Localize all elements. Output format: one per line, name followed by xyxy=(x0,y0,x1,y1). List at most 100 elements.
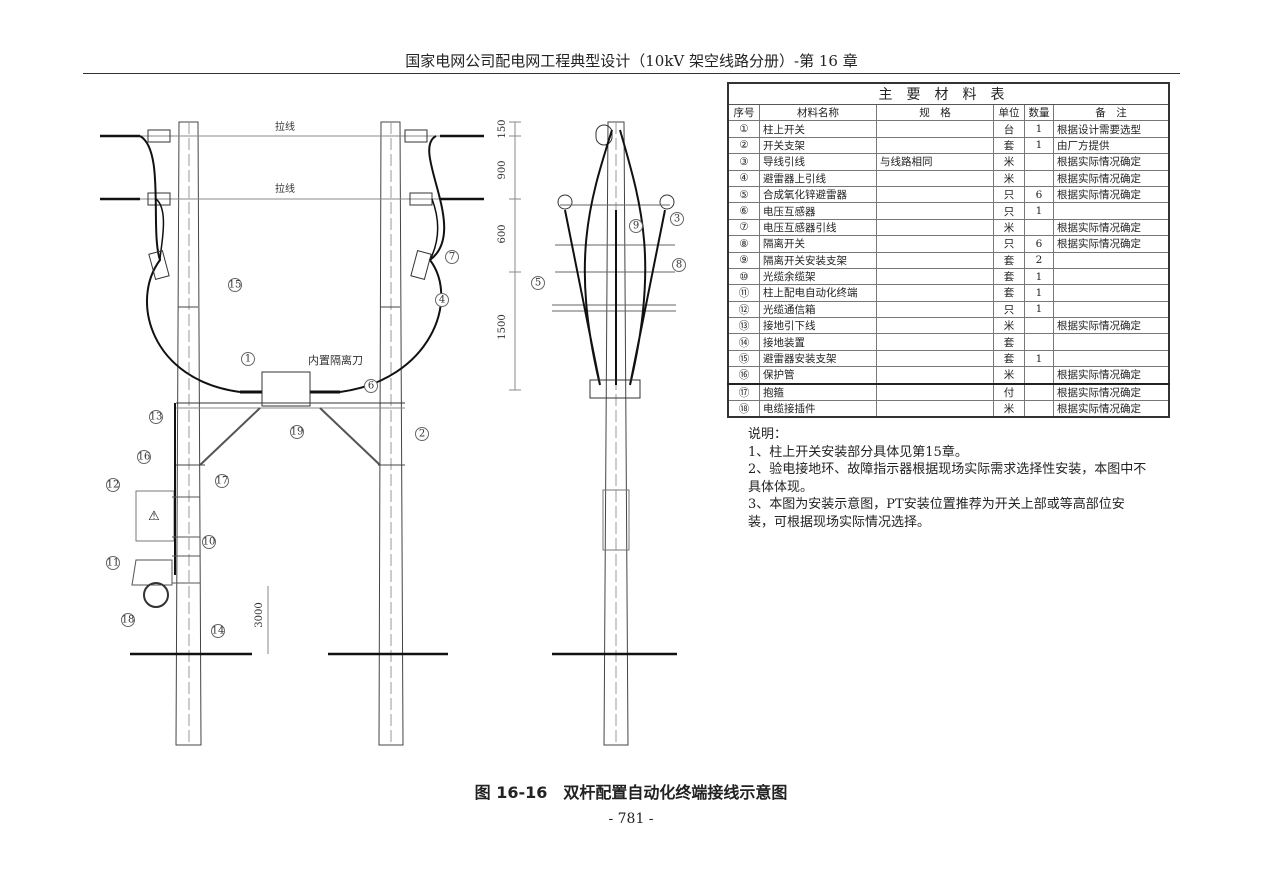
table-cell xyxy=(876,400,994,418)
table-cell: 根据实际情况确定 xyxy=(1053,235,1170,253)
table-cell: ③ xyxy=(727,153,760,171)
callout-9: 9 xyxy=(633,221,639,232)
table-cell xyxy=(876,284,994,302)
table-cell: 1 xyxy=(1024,120,1054,138)
table-cell xyxy=(1024,153,1054,171)
table-cell: ② xyxy=(727,136,760,155)
callout-16: 16 xyxy=(138,452,151,463)
table-cell: 套 xyxy=(993,267,1025,286)
table-cell: 电压互感器 xyxy=(759,202,877,220)
table-cell xyxy=(876,382,994,402)
table-cell: 导线引线 xyxy=(759,153,877,171)
callout-10: 10 xyxy=(203,537,216,548)
table-cell: 套 xyxy=(993,349,1025,368)
callout-11: 11 xyxy=(107,558,120,569)
table-cell xyxy=(876,136,994,155)
notes-title: 说明： xyxy=(748,427,788,442)
callout-1: 1 xyxy=(245,354,251,365)
callout-8: 8 xyxy=(676,260,682,271)
table-cell: ⑭ xyxy=(727,333,760,351)
callout-13: 13 xyxy=(150,412,163,423)
table-cell: 柱上开关 xyxy=(759,120,877,138)
builtin-knife-label: 内置隔离刀 xyxy=(308,353,363,367)
table-cell: ⑨ xyxy=(727,251,760,269)
callout-12: 12 xyxy=(107,480,120,491)
table-cell: 米 xyxy=(993,169,1025,187)
callout-4: 4 xyxy=(439,295,445,306)
callout-15: 15 xyxy=(229,280,242,291)
callout-19: 19 xyxy=(291,427,304,438)
note-3: 3、本图为安装示意图，PT安装位置推荐为开关上部或等高部位安装，可根据现场实际情… xyxy=(748,497,1125,530)
table-cell: 根据实际情况确定 xyxy=(1053,218,1170,237)
table-title: 主要材料表 xyxy=(727,82,1170,105)
callout-18: 18 xyxy=(122,615,135,626)
table-cell: 电压互感器引线 xyxy=(759,218,877,237)
callout-3: 3 xyxy=(674,214,680,225)
table-cell xyxy=(1024,218,1054,237)
table-cell: 根据实际情况确定 xyxy=(1053,400,1170,418)
table-cell: 根据实际情况确定 xyxy=(1053,153,1170,171)
table-cell xyxy=(876,185,994,204)
column-header: 数量 xyxy=(1024,103,1054,122)
table-cell xyxy=(1053,300,1170,319)
table-cell: 避雷器上引线 xyxy=(759,169,877,187)
table-cell: ⑰ xyxy=(727,382,760,402)
table-cell: 套 xyxy=(993,333,1025,351)
table-cell: 套 xyxy=(993,136,1025,155)
table-cell: ⑤ xyxy=(727,185,760,204)
table-cell xyxy=(1053,333,1170,351)
table-cell: ⑩ xyxy=(727,267,760,286)
table-cell xyxy=(1024,333,1054,351)
table-cell: 根据实际情况确定 xyxy=(1053,317,1170,335)
table-cell: ⑧ xyxy=(727,235,760,253)
column-header: 规 格 xyxy=(876,103,994,122)
callout-7: 7 xyxy=(449,252,455,263)
table-cell: 开关支架 xyxy=(759,136,877,155)
table-cell: 隔离开关安装支架 xyxy=(759,251,877,269)
table-cell: 6 xyxy=(1024,235,1054,253)
table-cell: ⑫ xyxy=(727,300,760,319)
table-cell: ④ xyxy=(727,169,760,187)
callout-2: 2 xyxy=(419,429,425,440)
table-cell xyxy=(876,349,994,368)
dim-600: 600 xyxy=(497,224,508,243)
table-cell xyxy=(1024,366,1054,385)
table-cell: 米 xyxy=(993,153,1025,171)
column-header: 序号 xyxy=(727,103,760,122)
table-cell: 隔离开关 xyxy=(759,235,877,253)
dim-150: 150 xyxy=(497,119,508,138)
table-cell xyxy=(876,366,994,385)
table-cell: 台 xyxy=(993,120,1025,138)
table-cell: 米 xyxy=(993,218,1025,237)
table-cell xyxy=(1024,382,1054,402)
table-cell xyxy=(1053,284,1170,302)
table-cell xyxy=(876,251,994,269)
table-cell: 根据实际情况确定 xyxy=(1053,382,1170,402)
table-cell: 1 xyxy=(1024,284,1054,302)
table-cell: 保护管 xyxy=(759,366,877,385)
table-cell: ⑬ xyxy=(727,317,760,335)
table-cell: 根据实际情况确定 xyxy=(1053,169,1170,187)
table-cell: 1 xyxy=(1024,349,1054,368)
table-cell: 光缆通信箱 xyxy=(759,300,877,319)
table-cell: 根据设计需要选型 xyxy=(1053,120,1170,138)
table-cell: ⑯ xyxy=(727,366,760,385)
notes: 说明： 1、柱上开关安装部分具体见第15章。 2、验电接地环、故障指示器根据现场… xyxy=(748,426,1148,531)
table-cell: 米 xyxy=(993,400,1025,418)
table-cell: 由厂方提供 xyxy=(1053,136,1170,155)
table-cell: ⑥ xyxy=(727,202,760,220)
stay-wire-label-lower: 拉线 xyxy=(275,182,295,195)
callout-14: 14 xyxy=(212,626,225,637)
